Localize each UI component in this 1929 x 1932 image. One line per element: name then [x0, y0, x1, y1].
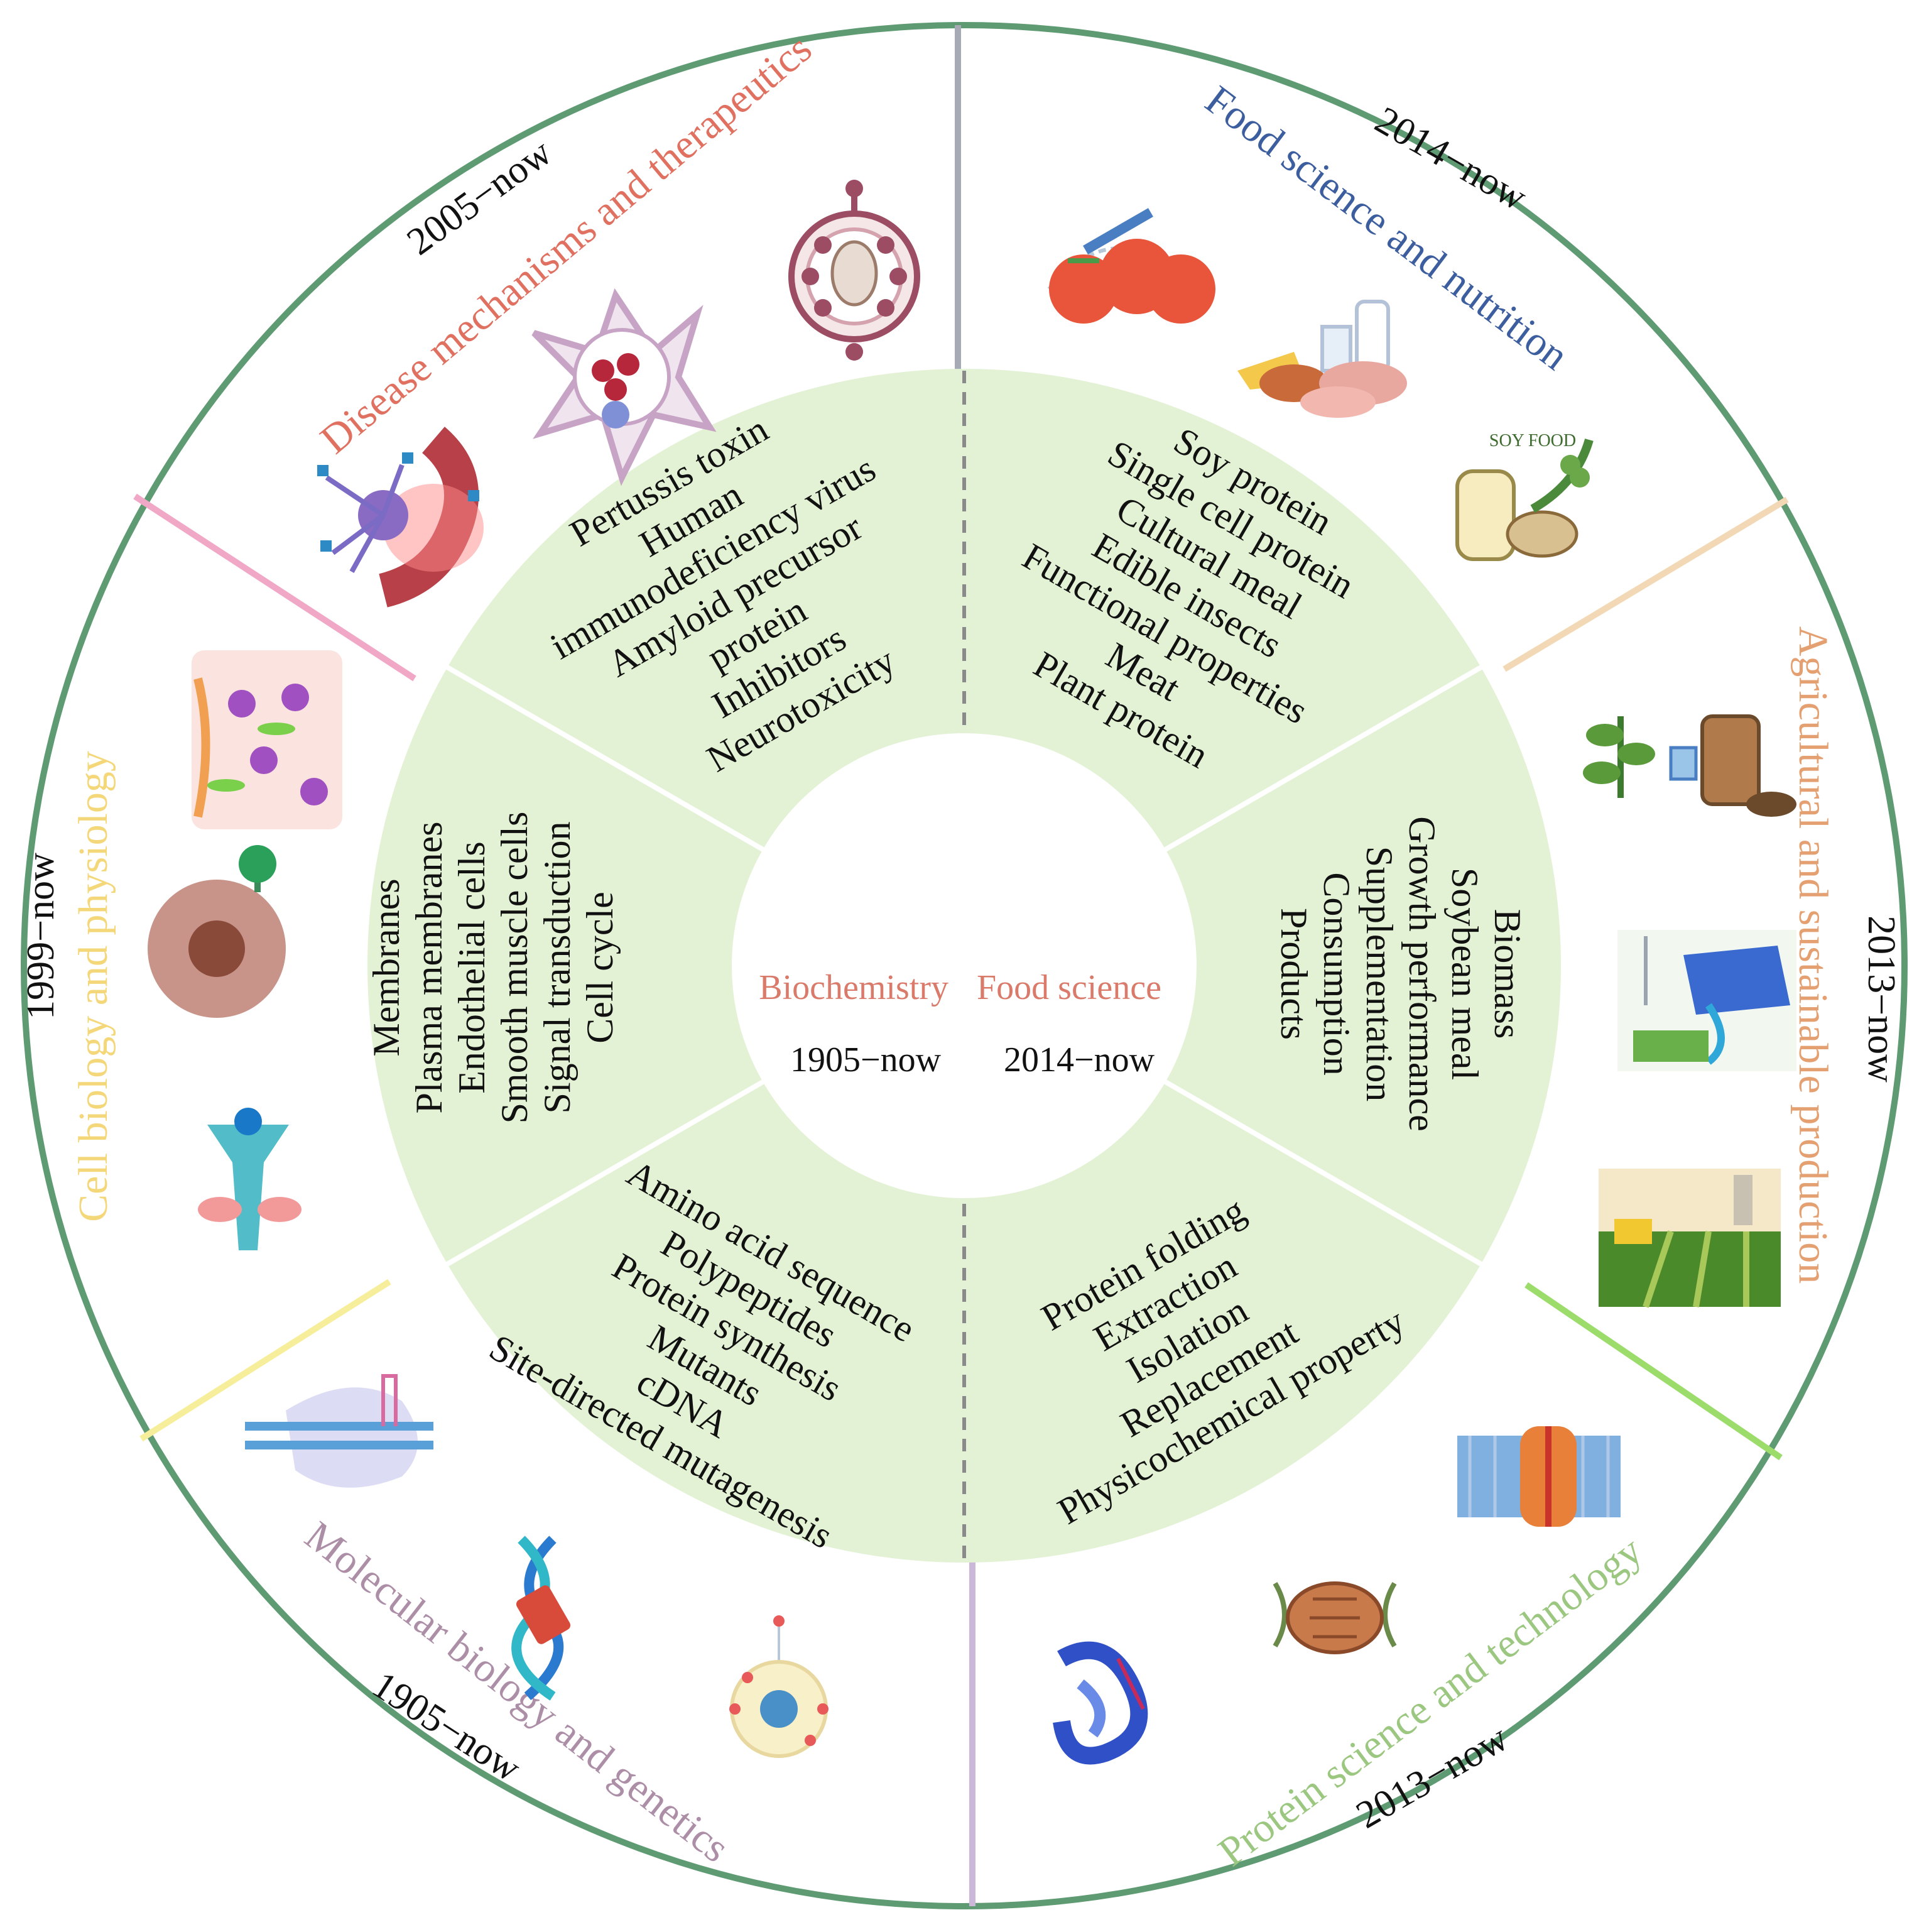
- kw-agri-2: Growth performance: [1401, 816, 1443, 1131]
- virus-icon: [788, 180, 920, 361]
- category-agri-title: Agricultural and sustainable production: [1790, 626, 1836, 1284]
- category-cell-date: 1999−now: [19, 853, 62, 1020]
- renewable-energy-icon: [1617, 930, 1796, 1071]
- tomato-lab-icon: [1047, 208, 1215, 324]
- dna-helix-icon: [511, 1536, 571, 1701]
- kw-cell-1: Plasma membranes: [408, 822, 450, 1114]
- divider-molecular-cell: [139, 1279, 391, 1442]
- keywords-cell: Membranes Plasma membranes Endothelial c…: [366, 812, 621, 1124]
- divider-food-agri: [1502, 496, 1789, 672]
- farm-field-icon: [1599, 1169, 1781, 1308]
- kw-agri-3: Supplementation: [1359, 846, 1400, 1102]
- kw-agri-0: Biomass: [1487, 909, 1528, 1039]
- kw-cell-0: Membranes: [366, 878, 407, 1056]
- protein-structure-icon: [1053, 1641, 1148, 1765]
- cell-receptor-icon: [148, 845, 286, 1018]
- kw-agri-1: Soybean meal: [1444, 868, 1486, 1080]
- bread-wheat-icon: [1273, 1581, 1397, 1654]
- divider-disease-cell: [133, 493, 416, 682]
- soy-food-icon: SOY FOOD: [1455, 431, 1594, 561]
- center-circle: [732, 733, 1197, 1198]
- kw-cell-2: Endothelial cells: [451, 841, 492, 1094]
- divider-agri-protein: [1524, 1282, 1783, 1461]
- dairy-meat-icon: [1237, 300, 1407, 418]
- membrane-receptor-icon: [198, 1108, 302, 1250]
- plant-bioreactor-icon: [1583, 714, 1796, 817]
- kw-cell-3: Smooth muscle cells: [494, 812, 535, 1124]
- kw-agri-4: Consumption: [1316, 872, 1357, 1075]
- category-agri-date: 2013−now: [1860, 915, 1903, 1083]
- center-right-title: Food science: [977, 968, 1161, 1007]
- category-cell-title: Cell biology and physiology: [70, 751, 116, 1222]
- center-left-title: Biochemistry: [759, 968, 948, 1007]
- dna-replication-icon: [245, 1374, 433, 1488]
- immune-cell-icon: [531, 288, 717, 486]
- kw-cell-5: Cell cycle: [579, 892, 621, 1044]
- soy-food-label: SOY FOOD: [1489, 431, 1576, 450]
- membrane-channel-icon: [1457, 1426, 1621, 1527]
- keywords-agri: Biomass Soybean meal Growth performance …: [1273, 816, 1528, 1131]
- tissue-cells-icon: [192, 650, 342, 829]
- nanoparticle-icon: [729, 1615, 829, 1758]
- center-right-date: 2014−now: [1004, 1040, 1155, 1079]
- center-left-date: 1905−now: [790, 1040, 942, 1079]
- kw-agri-5: Products: [1273, 908, 1315, 1040]
- neuron-blood-vessel-icon: [317, 427, 484, 608]
- kw-cell-4: Signal transduction: [536, 822, 578, 1114]
